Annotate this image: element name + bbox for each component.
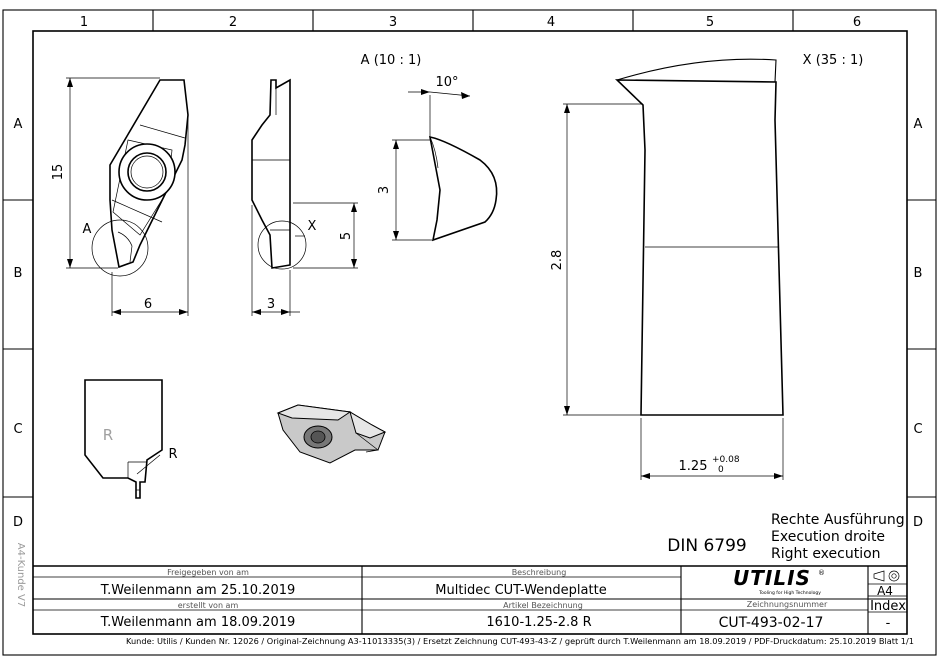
- footer-line: Kunde: Utilis / Kunden Nr. 12026 / Origi…: [126, 637, 914, 646]
- row-label-d-left: D: [13, 515, 23, 530]
- created-value: T.Weilenmann am 18.09.2019: [100, 615, 296, 630]
- row-label-c-left: C: [13, 422, 22, 437]
- index-value: -: [886, 616, 891, 631]
- callout-x: X: [308, 219, 317, 234]
- title-block-grid: [33, 565, 907, 634]
- execution-en: Right execution: [771, 546, 881, 562]
- execution-fr: Execution droite: [771, 529, 885, 545]
- created-caption: erstellt von am: [178, 601, 239, 610]
- detail-x-label: X (35 : 1): [803, 53, 864, 68]
- row-label-a-left: A: [14, 117, 23, 132]
- row-label-b-left: B: [14, 266, 23, 281]
- utilis-logo: UTILIS: [733, 566, 811, 590]
- detail-a-view: [392, 89, 498, 242]
- insert-isometric-view: [276, 404, 387, 464]
- insert-front-view: [91, 79, 189, 277]
- drawing-number-value: CUT-493-02-17: [719, 615, 824, 631]
- released-value: T.Weilenmann am 25.10.2019: [100, 583, 296, 598]
- dim-5: 5: [339, 232, 354, 240]
- description-value: Multidec CUT-Wendeplatte: [435, 583, 606, 598]
- article-caption: Artikel Bezeichnung: [503, 601, 583, 610]
- callout-a: A: [83, 222, 92, 237]
- dim-3-side: 3: [267, 297, 275, 312]
- detail-x-view: [563, 58, 784, 480]
- execution-de: Rechte Ausführung: [771, 512, 905, 528]
- detail-a-label: A (10 : 1): [361, 53, 422, 68]
- tolerance-lower: 0: [718, 465, 724, 475]
- tolerance-upper: +0.08: [712, 455, 740, 465]
- side-text: A4-Kunde V7: [15, 543, 26, 607]
- index-caption: Index: [870, 599, 906, 614]
- row-label-c-right: C: [913, 422, 922, 437]
- dim-1-25: 1.25: [679, 459, 708, 474]
- row-label-b-right: B: [914, 266, 923, 281]
- insert-side-view: [251, 78, 307, 270]
- column-label-1: 1: [80, 15, 88, 30]
- projection-symbol-icon: [873, 570, 900, 582]
- dim-2-8: 2.8: [550, 250, 565, 271]
- row-label-d-right: D: [913, 515, 923, 530]
- drawing-number-caption: Zeichnungsnummer: [747, 600, 828, 609]
- callout-r: R: [168, 447, 177, 462]
- article-value: 1610-1.25-2.8 R: [486, 615, 591, 630]
- drawing-frame: [2, 9, 937, 656]
- column-label-5: 5: [706, 15, 714, 30]
- engraving-r: R: [103, 426, 113, 444]
- din-standard: DIN 6799: [667, 536, 747, 556]
- dim-6: 6: [144, 297, 152, 312]
- angle-10-deg: 10°: [435, 75, 458, 90]
- front-view-dimensions: [66, 77, 189, 316]
- column-label-6: 6: [853, 15, 861, 30]
- released-caption: Freigegeben von am: [167, 568, 249, 577]
- insert-top-view: [84, 379, 163, 499]
- column-label-2: 2: [229, 15, 237, 30]
- logo-tagline: Tooling for High Technology: [758, 590, 821, 596]
- logo-trademark: ®: [818, 569, 825, 577]
- row-label-a-right: A: [914, 117, 923, 132]
- side-view-dimensions: [251, 202, 358, 316]
- dim-15: 15: [51, 164, 66, 181]
- dim-3-detail: 3: [377, 186, 392, 194]
- column-label-3: 3: [389, 15, 397, 30]
- description-caption: Beschreibung: [512, 568, 567, 577]
- format-a4: A4: [877, 584, 893, 598]
- column-label-4: 4: [547, 15, 555, 30]
